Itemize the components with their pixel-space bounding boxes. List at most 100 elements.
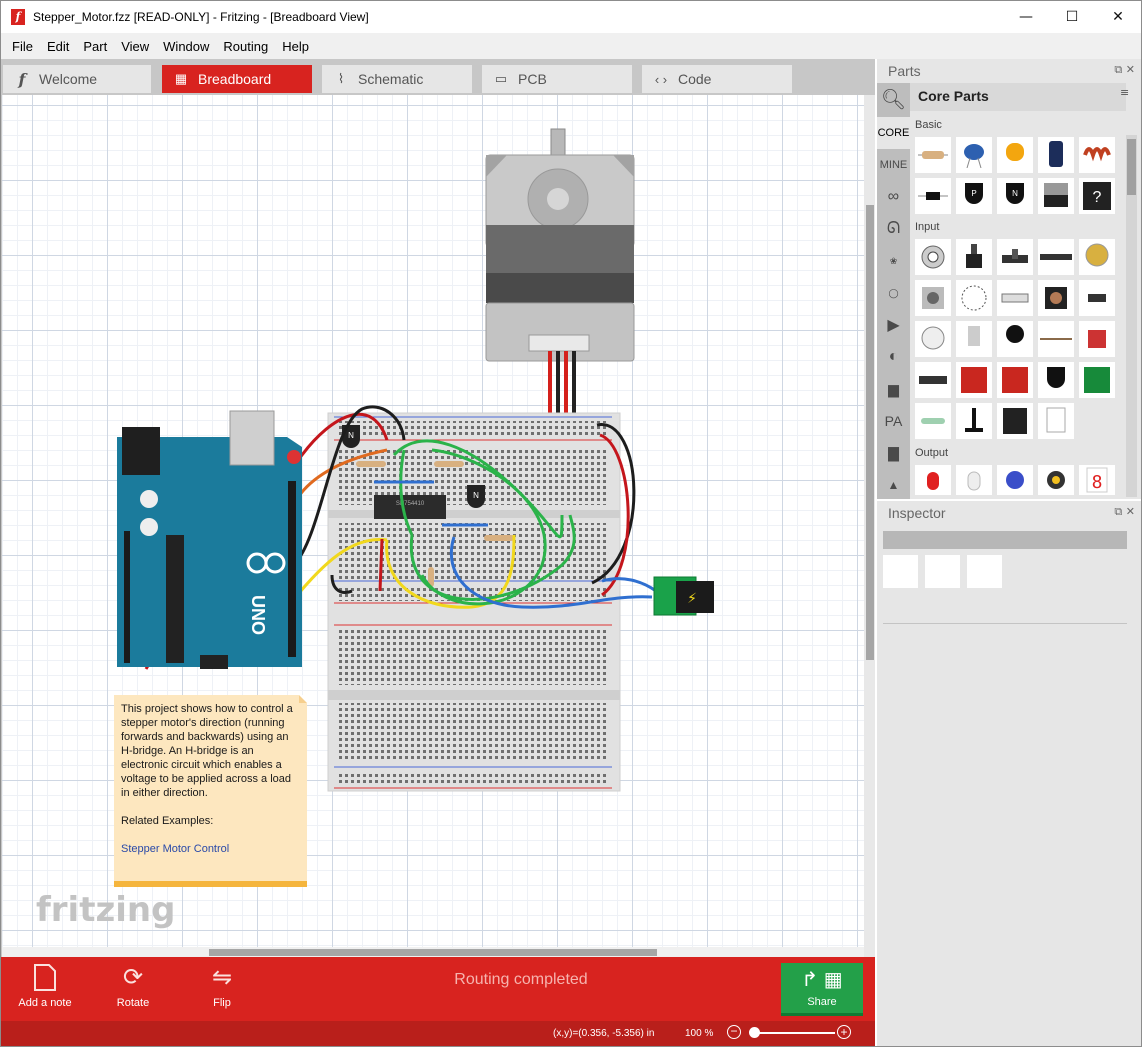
bin-core[interactable]: CORE bbox=[877, 117, 910, 149]
wire-blue[interactable] bbox=[601, 577, 657, 593]
part-dip-dial[interactable] bbox=[956, 280, 992, 316]
part-red-led[interactable] bbox=[915, 465, 951, 495]
part-reed-switch[interactable] bbox=[915, 403, 951, 439]
menu-routing[interactable]: Routing bbox=[223, 38, 269, 54]
h-bridge-chip[interactable]: SN754410 bbox=[374, 495, 446, 519]
flip-button[interactable]: ⇋ Flip bbox=[197, 957, 247, 1021]
part-toggle-switch[interactable] bbox=[1079, 280, 1115, 316]
bin-mine[interactable]: MINE bbox=[879, 159, 908, 171]
breadboard[interactable] bbox=[327, 412, 621, 792]
search-icon[interactable]: 🔍︎ bbox=[880, 88, 907, 111]
add-note-button[interactable]: Add a note bbox=[15, 957, 75, 1021]
part-piezo-sensor[interactable] bbox=[1079, 239, 1115, 275]
menu-edit[interactable]: Edit bbox=[46, 38, 70, 54]
part-accelerometer-red[interactable] bbox=[997, 362, 1033, 398]
part-slide-potentiometer[interactable] bbox=[997, 239, 1033, 275]
tab-code[interactable]: ‹ › Code bbox=[642, 65, 792, 93]
share-button[interactable]: ↱ ▦ Share bbox=[781, 963, 863, 1016]
bin-menu-icon[interactable]: ≡ bbox=[1120, 86, 1130, 99]
wire-yellow[interactable] bbox=[292, 537, 388, 600]
part-mystery-part[interactable]: ? bbox=[1079, 178, 1115, 214]
menu-part[interactable]: Part bbox=[83, 38, 108, 54]
cat-bin-icon[interactable]: ▆ bbox=[888, 380, 899, 397]
part-power-transistor[interactable] bbox=[1038, 178, 1074, 214]
resistor[interactable] bbox=[434, 461, 464, 467]
part-tantalum-capacitor[interactable] bbox=[997, 137, 1033, 173]
wire-blue[interactable] bbox=[449, 536, 653, 609]
wire-black[interactable] bbox=[591, 423, 636, 585]
part-flex-sensor[interactable] bbox=[1038, 321, 1074, 357]
tab-welcome[interactable]: f Welcome bbox=[3, 65, 151, 93]
part-electrolytic-capacitor[interactable] bbox=[1038, 137, 1074, 173]
menu-view[interactable]: View bbox=[121, 38, 150, 54]
part-seven-segment-display[interactable]: 8 bbox=[1079, 465, 1115, 495]
scroll-thumb[interactable] bbox=[209, 949, 657, 956]
wire-black[interactable] bbox=[330, 574, 353, 594]
scroll-thumb[interactable] bbox=[1127, 139, 1136, 195]
canvas-horizontal-scrollbar[interactable] bbox=[2, 947, 864, 957]
resistor[interactable] bbox=[428, 567, 434, 587]
seeed-bin-icon[interactable]: ❀ bbox=[889, 255, 898, 266]
zoom-slider[interactable] bbox=[753, 1032, 835, 1034]
part-inductor[interactable] bbox=[1079, 137, 1115, 173]
menu-file[interactable]: File bbox=[12, 38, 33, 54]
part-fsr-sensor[interactable] bbox=[997, 321, 1033, 357]
tab-pcb[interactable]: ▭ PCB bbox=[482, 65, 632, 93]
arduino-uno[interactable]: UNO bbox=[117, 410, 302, 669]
wire-green[interactable] bbox=[420, 448, 547, 606]
arduino-bin-icon[interactable]: ∞ bbox=[887, 188, 900, 205]
close-button[interactable]: ✕ bbox=[1112, 9, 1124, 25]
part-pushbutton[interactable] bbox=[1038, 280, 1074, 316]
play-bin-icon[interactable]: ▶ bbox=[887, 317, 900, 334]
parts-scrollbar[interactable] bbox=[1126, 135, 1137, 497]
circle-bin-icon[interactable]: ◐ bbox=[888, 348, 899, 365]
rotate-button[interactable]: ⟳ Rotate bbox=[107, 957, 159, 1021]
resistor[interactable] bbox=[484, 535, 514, 541]
transistor[interactable]: N bbox=[467, 485, 485, 508]
scroll-thumb[interactable] bbox=[866, 205, 874, 660]
part-slide-switch[interactable] bbox=[997, 280, 1033, 316]
wire-red[interactable] bbox=[378, 538, 384, 592]
wire-green[interactable] bbox=[409, 514, 576, 601]
part-diode[interactable] bbox=[915, 178, 951, 214]
stepper-motor[interactable] bbox=[485, 128, 635, 362]
piano-bin-icon[interactable]: ▇ bbox=[888, 444, 899, 461]
part-rfid-reader[interactable] bbox=[997, 403, 1033, 439]
breadboard-canvas[interactable]: SN754410 N N bbox=[2, 95, 864, 957]
zoom-out-button[interactable]: − bbox=[727, 1025, 741, 1039]
part-sensor-board-green[interactable] bbox=[1079, 362, 1115, 398]
part-microphone[interactable] bbox=[915, 321, 951, 357]
zoom-slider-handle[interactable] bbox=[749, 1027, 760, 1038]
pa-bin-icon[interactable]: PA bbox=[884, 413, 903, 429]
part-power-led[interactable] bbox=[1038, 465, 1074, 495]
resistor[interactable] bbox=[356, 461, 386, 467]
tab-breadboard[interactable]: ▦ Breadboard bbox=[162, 65, 312, 93]
wire-black[interactable] bbox=[292, 405, 406, 567]
wire-green[interactable] bbox=[399, 449, 414, 536]
maximize-button[interactable]: ☐ bbox=[1065, 9, 1079, 25]
part-rotary-encoder[interactable] bbox=[915, 280, 951, 316]
part-joystick[interactable] bbox=[956, 403, 992, 439]
menu-help[interactable]: Help bbox=[282, 38, 309, 54]
panel-float-close-icons[interactable]: ⧉ ✕ bbox=[1114, 505, 1135, 518]
part-tilt-sensor[interactable] bbox=[956, 321, 992, 357]
zoom-in-button[interactable]: + bbox=[837, 1025, 851, 1039]
snake-bin-icon[interactable]: ᘏ bbox=[886, 220, 901, 237]
part-keypad-strip[interactable] bbox=[1038, 239, 1074, 275]
note-link-stepper-motor-control[interactable]: Stepper Motor Control bbox=[121, 843, 230, 855]
part-white-led[interactable] bbox=[956, 465, 992, 495]
part-ir-sensor[interactable] bbox=[915, 362, 951, 398]
menu-window[interactable]: Window bbox=[163, 38, 210, 54]
part-resistor[interactable] bbox=[915, 137, 951, 173]
wire-yellow[interactable] bbox=[385, 534, 516, 609]
part-humidity-sensor[interactable] bbox=[1038, 403, 1074, 439]
more-bins-icon[interactable]: ▲ bbox=[887, 478, 900, 492]
part-trimmer-potentiometer[interactable] bbox=[915, 239, 951, 275]
part-sensor-board-red[interactable] bbox=[956, 362, 992, 398]
part-pnp-transistor[interactable]: P bbox=[956, 178, 992, 214]
panel-float-close-icons[interactable]: ⧉ ✕ bbox=[1114, 63, 1135, 76]
part-rotary-potentiometer[interactable] bbox=[956, 239, 992, 275]
part-rgb-led[interactable] bbox=[997, 465, 1033, 495]
power-jack[interactable]: ⚡ bbox=[653, 576, 714, 616]
part-ceramic-capacitor[interactable] bbox=[956, 137, 992, 173]
